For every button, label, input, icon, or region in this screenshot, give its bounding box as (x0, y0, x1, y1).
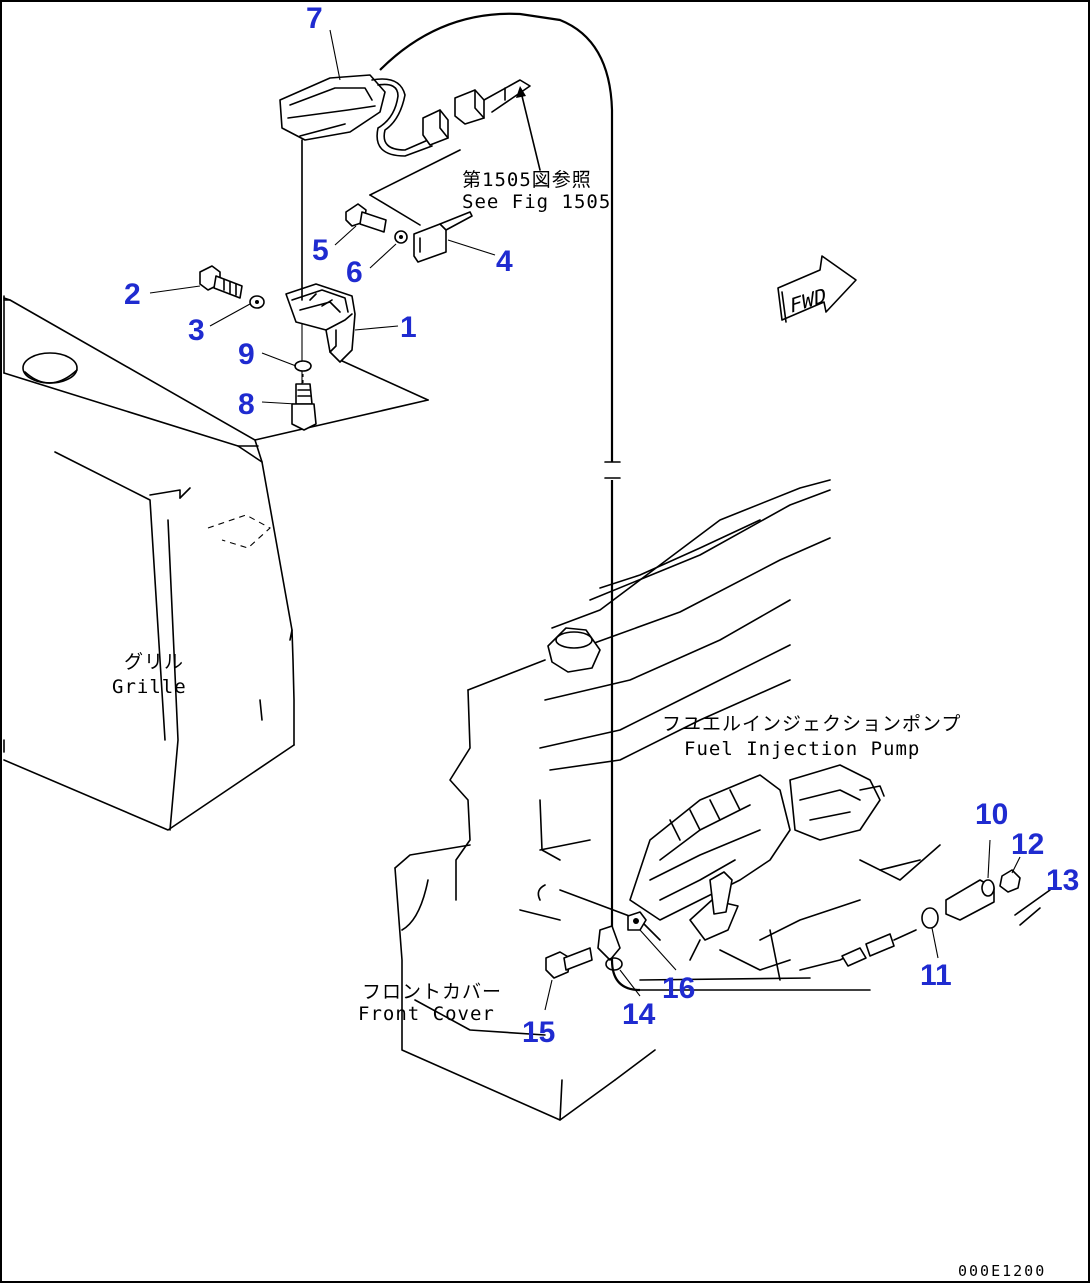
callout-13: 13 (1046, 864, 1079, 897)
callout-12: 12 (1011, 828, 1044, 861)
fwd-arrow: FWD (777, 255, 857, 323)
callout-7: 7 (306, 2, 323, 35)
cable-end-fittings (799, 869, 1051, 971)
callout-15: 15 (522, 1016, 555, 1049)
callout-1: 1 (400, 311, 417, 344)
grille-label-jp: グリル (124, 651, 184, 673)
cable-bracket-group (345, 203, 473, 263)
callout-2: 2 (124, 278, 141, 311)
callout-16: 16 (662, 972, 695, 1005)
callout-10: 10 (975, 798, 1008, 831)
callout-9: 9 (238, 338, 255, 371)
grille-label-en: Grille (112, 676, 187, 698)
figure-code: 000E1200 (958, 1262, 1046, 1280)
callout-3: 3 (188, 314, 205, 347)
clamp-and-bolt (545, 911, 647, 979)
leader-lines (149, 29, 1021, 1011)
grille-hood (3, 295, 429, 831)
callout-6: 6 (346, 256, 363, 289)
throttle-cable (301, 12, 871, 992)
see-fig-label-jp: 第1505図参照 (462, 169, 592, 191)
pedal-assembly (279, 74, 531, 157)
see-fig-label-en: See Fig 1505 (462, 191, 611, 213)
main-bracket-group (199, 139, 356, 431)
callout-14: 14 (622, 998, 656, 1031)
engine-block (394, 479, 941, 1121)
front-cover-label-jp: フロントカバー (362, 981, 502, 1003)
callout-8: 8 (238, 388, 255, 421)
callout-5: 5 (312, 234, 329, 267)
front-cover-label-en: Front Cover (358, 1003, 495, 1025)
callout-11: 11 (920, 959, 952, 992)
reference-arrow (369, 86, 541, 226)
pump-label-en: Fuel Injection Pump (684, 738, 920, 760)
callout-4: 4 (496, 245, 513, 278)
pump-label-jp: フユエルインジェクションポンプ (662, 713, 961, 735)
